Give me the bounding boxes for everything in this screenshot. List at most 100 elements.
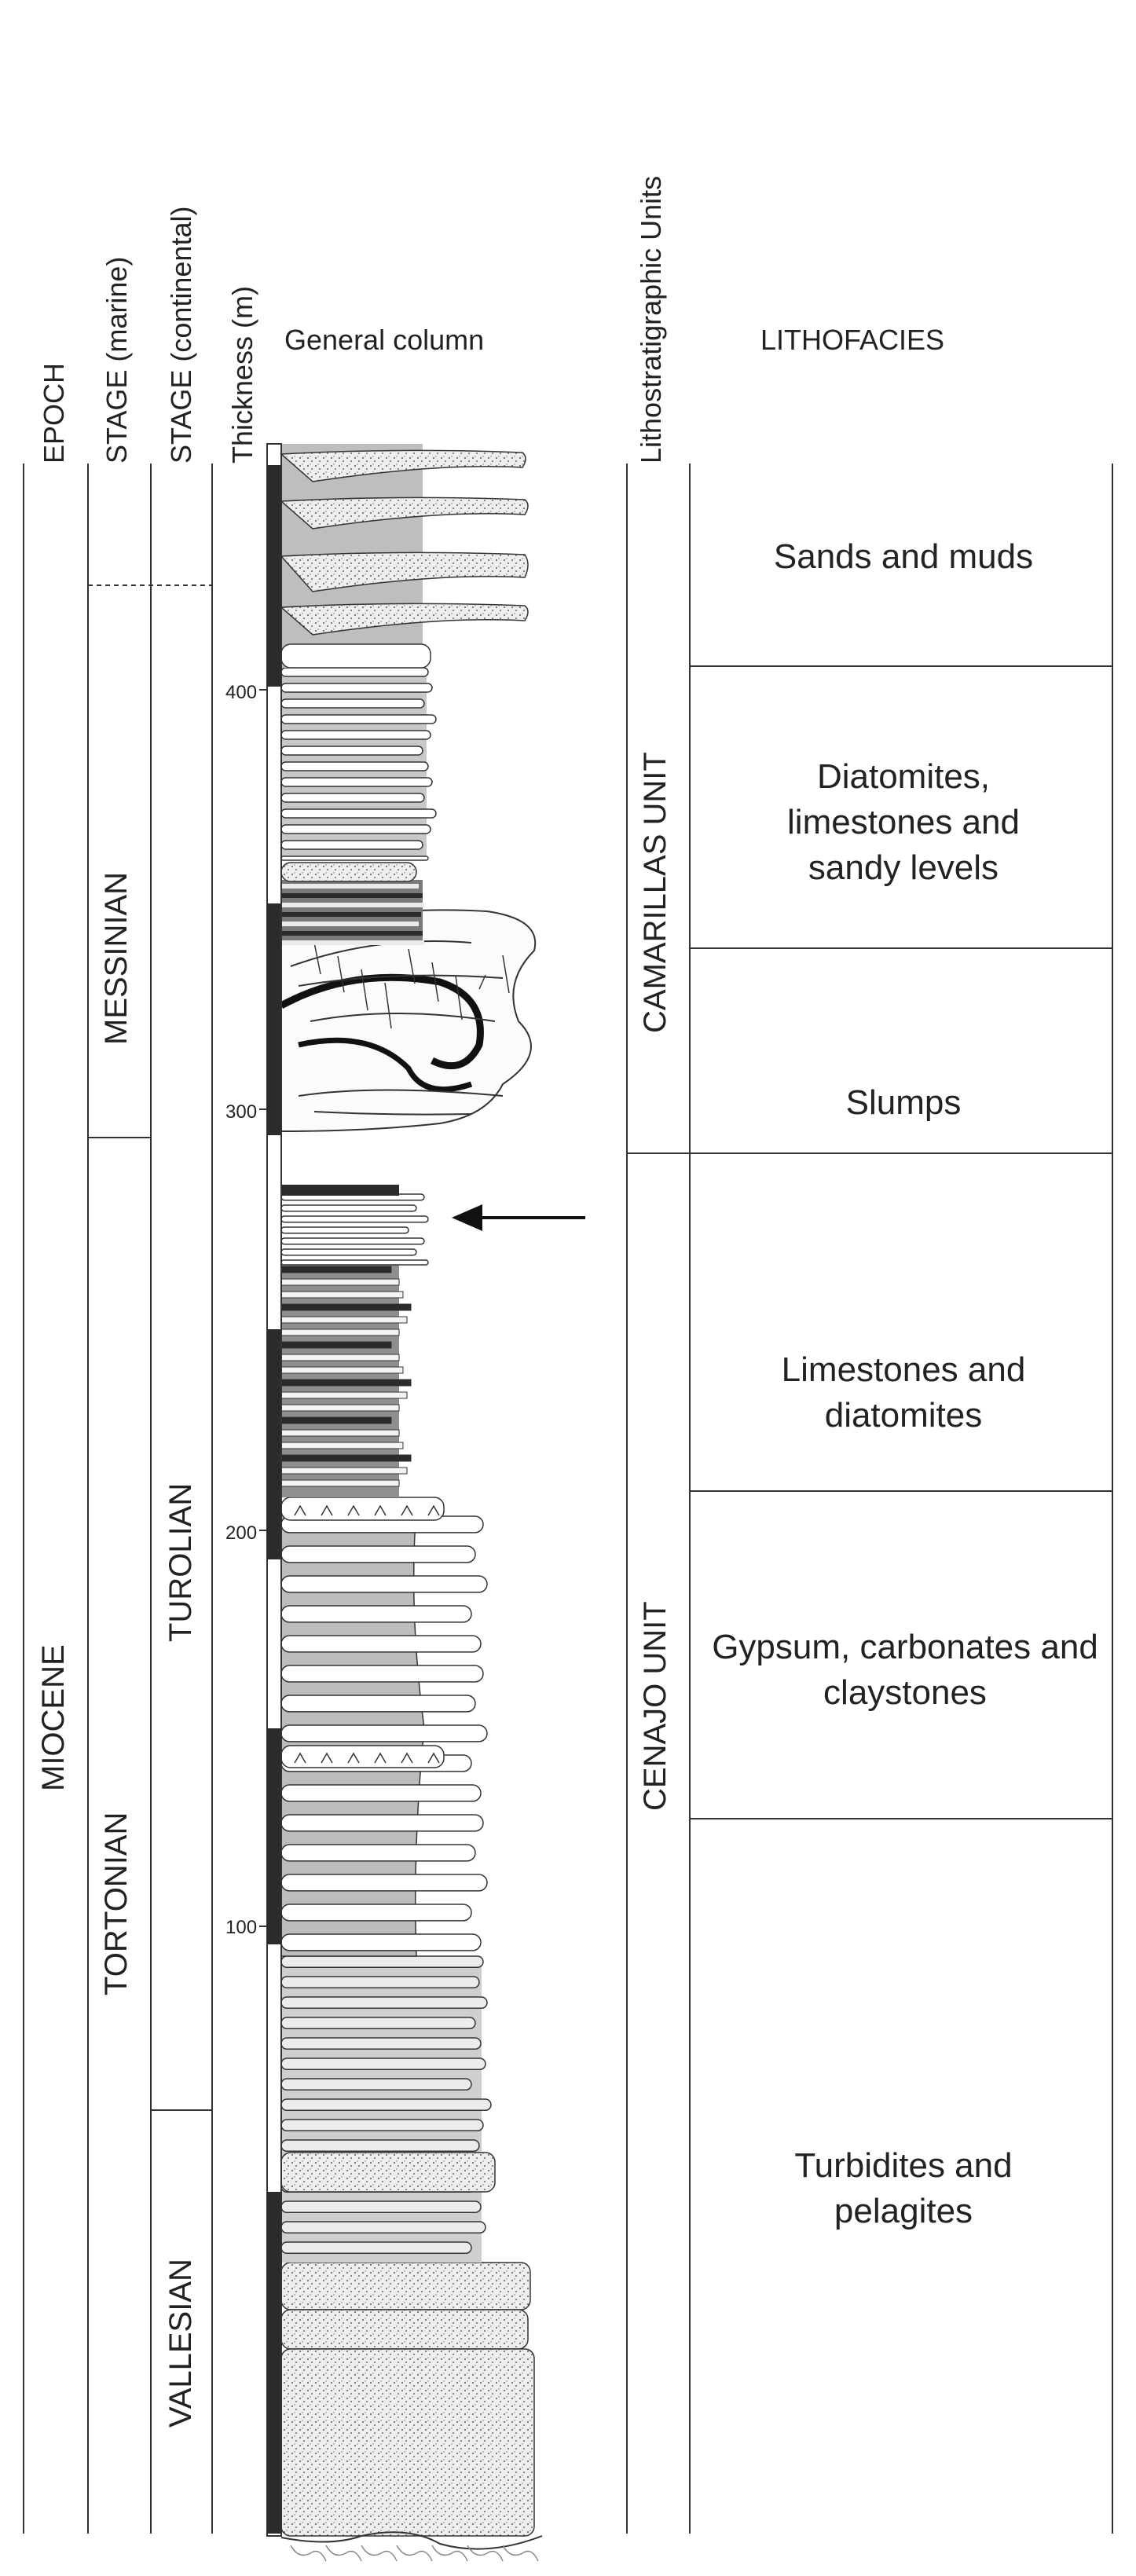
epoch-miocene: MIOCENE	[36, 1644, 71, 1791]
column-thin-bed	[281, 746, 423, 755]
column-thin-bed	[281, 1329, 399, 1336]
column-thin-bed	[281, 2140, 479, 2151]
column-thin-bed	[281, 1576, 487, 1592]
lithofacies-limestones-diatomites: Limestones and diatomites	[754, 1347, 1053, 1438]
scale-segment	[267, 465, 281, 687]
column-thin-bed	[281, 1279, 399, 1285]
column-thin-bed	[281, 884, 419, 889]
thickness-scale	[259, 444, 281, 2536]
column-thin-bed	[281, 1956, 483, 1967]
column-thin-bed	[281, 793, 424, 802]
column-thin-bed	[281, 644, 431, 668]
column-thin-bed	[281, 1304, 411, 1310]
stage-continental-vallesian: VALLESIAN	[163, 2259, 199, 2428]
column-thin-bed	[281, 778, 432, 786]
column-basement-squiggle	[291, 2545, 326, 2561]
column-thin-bed	[281, 1227, 409, 1233]
column-thin-bed	[281, 1695, 475, 1712]
column-thin-bed	[281, 2222, 486, 2233]
scale-segment	[267, 2192, 281, 2534]
lithofacies-diatomites-limestones: Diatomites, limestones and sandy levels	[754, 754, 1053, 891]
header-epoch: EPOCH	[38, 363, 71, 464]
column-thin-bed	[281, 1380, 411, 1386]
column-basement-squiggle	[397, 2545, 432, 2561]
column-thin-bed	[281, 1606, 471, 1622]
column-thin-bed	[281, 1815, 483, 1831]
column-thin-bed	[281, 683, 432, 692]
column-thin-bed	[281, 2079, 471, 2090]
column-thin-bed	[281, 922, 419, 926]
column-thin-bed	[281, 1238, 424, 1244]
column-thin-bed	[281, 825, 431, 834]
column-thin-bed	[281, 940, 424, 945]
header-lithofacies: LITHOFACIES	[760, 324, 944, 357]
column-thin-bed	[281, 1874, 487, 1891]
column-thin-bed	[281, 2120, 483, 2131]
column-thin-bed	[281, 1392, 407, 1398]
column-basement-squiggle	[361, 2545, 397, 2561]
stage-marine-tortonian: TORTONIAN	[99, 1812, 134, 1995]
column-thin-bed	[281, 1455, 411, 1461]
unit-camarillas: CAMARILLAS UNIT	[638, 752, 673, 1033]
column-thin-bed	[281, 912, 421, 917]
stage-continental-turolian: TUROLIAN	[163, 1483, 199, 1642]
column-thin-bed	[281, 1442, 403, 1449]
column-thin-bed	[281, 2058, 486, 2069]
column-thin-bed	[281, 762, 428, 771]
column-thin-bed	[281, 715, 436, 724]
column-sandstone-bed	[281, 2153, 495, 2192]
thickness-tick-300: 300	[225, 1101, 257, 1123]
column-dark-bed	[281, 1185, 399, 1196]
thickness-tick-100: 100	[225, 1917, 257, 1939]
column-thin-bed	[281, 1317, 407, 1323]
column-thin-bed	[281, 893, 423, 898]
column-thin-bed	[281, 2038, 481, 2049]
header-litho-units: Lithostratigraphic Units	[635, 176, 668, 464]
general-column	[281, 444, 542, 2561]
column-thin-bed	[281, 1249, 416, 1255]
column-thin-bed	[281, 1546, 475, 1563]
thickness-tick-200: 200	[225, 1523, 257, 1545]
column-thin-bed	[281, 1292, 403, 1298]
column-thin-bed	[281, 2017, 475, 2028]
stage-marine-messinian: MESSINIAN	[99, 872, 134, 1045]
column-basement-squiggle	[326, 2545, 361, 2561]
column-thin-bed	[281, 903, 424, 907]
column-thin-bed	[281, 1417, 391, 1424]
header-general-column: General column	[284, 324, 484, 357]
column-thin-bed	[281, 1405, 399, 1411]
scale-segment	[267, 1728, 281, 1944]
column-thin-bed	[281, 1845, 475, 1861]
column-thin-bed	[281, 1904, 471, 1921]
column-thin-bed	[281, 931, 423, 936]
column-gypsum-bed	[281, 1497, 444, 1520]
lithofacies-gypsum-carbonates: Gypsum, carbonates and claystones	[698, 1625, 1112, 1716]
column-thin-bed	[281, 1266, 391, 1273]
column-thin-bed	[281, 731, 431, 739]
column-thin-bed	[281, 856, 428, 860]
column-thin-bed	[281, 2099, 491, 2110]
arrow-marker	[456, 1207, 585, 1229]
column-thin-bed	[281, 1342, 391, 1348]
header-stage-continental: STAGE (continental)	[165, 207, 198, 464]
lithofacies-slumps: Slumps	[699, 1080, 1108, 1126]
column-thin-bed	[281, 2201, 481, 2212]
column-thin-bed	[281, 1468, 407, 1474]
column-thin-bed	[281, 1934, 481, 1951]
column-thin-bed	[281, 1997, 487, 2008]
column-thin-bed	[281, 2242, 471, 2253]
column-sandstone-bed	[281, 2310, 528, 2349]
column-thin-bed	[281, 1480, 399, 1486]
column-basement-squiggle	[503, 2545, 538, 2561]
column-thin-bed	[281, 809, 436, 818]
column-thin-bed	[281, 1354, 399, 1361]
column-thin-bed	[281, 1430, 399, 1436]
column-thin-bed	[281, 1977, 479, 1988]
column-sandstone-bed	[281, 2263, 530, 2310]
column-thin-bed	[281, 1785, 481, 1801]
column-thin-bed	[281, 1260, 428, 1265]
column-thin-bed	[281, 668, 428, 676]
column-thin-bed	[281, 699, 424, 708]
column-gypsum-bed	[281, 1746, 444, 1768]
lithofacies-sands-and-muds: Sands and muds	[699, 534, 1108, 580]
